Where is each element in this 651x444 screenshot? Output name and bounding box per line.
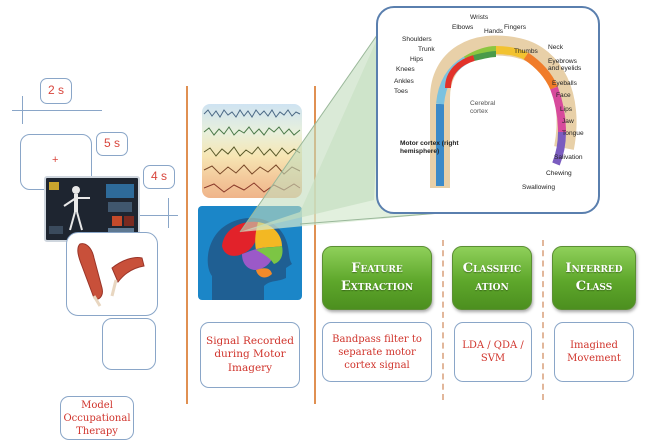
- divider-2: [314, 86, 316, 404]
- homunculus-left-label: Toes: [394, 88, 408, 95]
- timer-2s: 2 s: [40, 78, 72, 104]
- homunculus-left-label: Shoulders: [402, 36, 432, 43]
- homunculus-left-label: Trunk: [418, 46, 435, 53]
- timing-crosshair-h: [12, 110, 102, 111]
- homunculus-left-label: Hips: [410, 56, 424, 63]
- homunculus-right-label: Swallowing: [522, 184, 555, 191]
- timer-5s: 5 s: [96, 132, 128, 156]
- homunculus-right-label: Tongue: [562, 130, 584, 137]
- homunculus-top-label: Fingers: [504, 24, 526, 31]
- inferred-class-step: Inferred Class: [552, 246, 636, 310]
- homunculus-left-label: Knees: [396, 66, 415, 73]
- timer-4s: 4 s: [143, 165, 175, 189]
- homunculus-right-label: Salivation: [554, 154, 583, 161]
- homunculus-right-label: Eyebrows and eyelids: [548, 58, 582, 73]
- inferred-class-label: Imagined Movement: [554, 322, 634, 382]
- homunculus-right-label: Eyeballs: [552, 80, 577, 87]
- homunculus-top-label: Wrists: [470, 14, 489, 21]
- timing-crosshair-h2: [128, 215, 178, 216]
- timing-crosshair-v2: [168, 198, 169, 228]
- homunculus-left-label: Ankles: [394, 78, 414, 85]
- homunculus-top-label: Hands: [484, 28, 504, 35]
- result-frame: [102, 318, 156, 370]
- homunculus-right-label: Face: [556, 92, 571, 99]
- signal-label: Signal Recorded during Motor Imagery: [200, 322, 300, 388]
- feature-extraction-label: Bandpass filter to separate motor cortex…: [322, 322, 432, 382]
- homunculus-right-label: Chewing: [546, 170, 572, 177]
- homunculus-top-label: Elbows: [452, 24, 474, 31]
- arm-anatomy-image: [72, 238, 148, 310]
- fixation-cross: +: [52, 154, 59, 166]
- divider-4: [542, 240, 544, 400]
- cortex-label: Cerebral cortex: [470, 100, 496, 115]
- divider-1: [186, 86, 188, 404]
- timing-crosshair-v: [22, 96, 23, 124]
- homunculus-panel: [376, 6, 600, 214]
- homunculus-right-label: Jaw: [562, 118, 574, 125]
- divider-3: [442, 240, 444, 400]
- classification-label: LDA / QDA / SVM: [454, 322, 532, 382]
- classification-step: Classific ation: [452, 246, 532, 310]
- homunculus-top-label: Thumbs: [514, 48, 538, 55]
- homunculus-right-label: Neck: [548, 44, 564, 51]
- homunculus-right-label: Lips: [560, 106, 573, 113]
- therapy-label: Model Occupational Therapy: [60, 396, 134, 440]
- therapy-screen-image: [44, 176, 140, 242]
- feature-extraction-step: Feature Extraction: [322, 246, 432, 310]
- motor-cortex-label: Motor cortex (right hemisphere): [400, 140, 459, 155]
